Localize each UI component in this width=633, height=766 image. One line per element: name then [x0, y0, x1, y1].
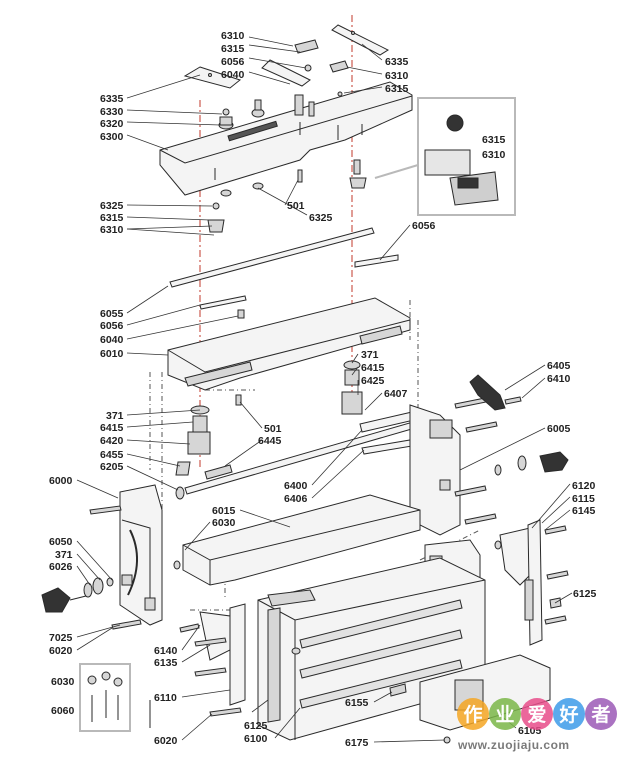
callout-6406: 6406	[284, 493, 308, 505]
callout-6175: 6175	[345, 737, 369, 749]
callout-371-c: 371	[55, 549, 73, 561]
callout-6407: 6407	[384, 388, 408, 400]
callout-6026: 6026	[49, 561, 73, 573]
left-bracket	[119, 484, 163, 626]
inset-parts	[424, 114, 499, 206]
callout-6330: 6330	[100, 106, 124, 118]
top-plate	[159, 81, 413, 196]
callout-6455: 6455	[100, 449, 124, 461]
callout-6055: 6055	[100, 308, 124, 320]
watermark-logo: 作 业 爱 好 者	[455, 692, 625, 762]
callout-6140: 6140	[154, 645, 178, 657]
left-knob	[41, 505, 142, 630]
callout-6335-a: 6335	[100, 93, 124, 105]
callout-7025: 7025	[49, 632, 73, 644]
callout-6405: 6405	[547, 360, 571, 372]
wm-char-3: 爱	[527, 704, 546, 726]
callout-6400: 6400	[284, 480, 308, 492]
right-bracket	[409, 404, 461, 536]
fence-rail	[167, 297, 411, 391]
callout-501-b: 501	[264, 423, 282, 435]
callout-6205: 6205	[100, 461, 124, 473]
leader-lines	[76, 36, 573, 743]
inset-screws	[87, 671, 151, 728]
callout-6315-d: 6315	[100, 212, 124, 224]
callout-6050: 6050	[49, 536, 73, 548]
callout-6005: 6005	[547, 423, 571, 435]
watermark-url: www.zuojiaju.com	[458, 738, 570, 752]
wm-char-4: 好	[558, 703, 578, 726]
callout-6000: 6000	[49, 475, 73, 487]
callout-6135: 6135	[154, 657, 178, 669]
callout-6310-b: 6310	[385, 70, 409, 82]
callout-6040-a: 6040	[221, 69, 245, 81]
callout-6020-b: 6020	[154, 735, 178, 747]
callout-6420: 6420	[100, 435, 124, 447]
callout-6425: 6425	[361, 375, 385, 387]
callout-6145: 6145	[572, 505, 596, 517]
callout-6115: 6115	[572, 493, 595, 505]
callout-6020-a: 6020	[49, 645, 73, 657]
callout-6015: 6015	[212, 505, 236, 517]
callout-6325-a: 6325	[100, 200, 124, 212]
callout-6445: 6445	[258, 435, 282, 447]
callout-6056-b: 6056	[412, 220, 436, 232]
callout-371-b: 371	[106, 410, 124, 422]
callout-6310-a: 6310	[221, 30, 245, 42]
callout-6315-a: 6315	[221, 43, 245, 55]
callout-6125-b: 6125	[244, 720, 268, 732]
callout-371-a: 371	[361, 349, 379, 361]
top-hardware	[183, 24, 390, 140]
fence-strips	[169, 227, 399, 310]
callout-501-a: 501	[287, 200, 305, 212]
callout-6300: 6300	[100, 131, 124, 143]
callout-6410: 6410	[547, 373, 571, 385]
callout-6056-c: 6056	[100, 320, 124, 332]
lever-handle	[469, 374, 522, 411]
callout-6030-a: 6030	[212, 517, 236, 529]
callout-6110: 6110	[154, 692, 177, 704]
wm-char-1: 作	[463, 703, 482, 726]
cover-housing	[173, 494, 421, 586]
callout-6030-b: 6030	[51, 676, 75, 688]
callout-6060: 6060	[51, 705, 75, 717]
callout-6325-b: 6325	[309, 212, 333, 224]
callout-6320: 6320	[100, 118, 124, 130]
callout-6315-b: 6315	[385, 83, 409, 95]
callout-6335-b: 6335	[385, 56, 409, 68]
callout-6125-a: 6125	[573, 588, 597, 600]
wm-char-5: 者	[591, 704, 610, 726]
bolts-right	[454, 397, 569, 550]
callout-6310-d: 6310	[100, 224, 124, 236]
lock-block-left	[175, 394, 242, 500]
callout-6040-b: 6040	[100, 334, 124, 346]
callout-6010: 6010	[100, 348, 124, 360]
lock-block-right	[341, 360, 363, 415]
callout-6056-a: 6056	[221, 56, 245, 68]
callout-6315-c: 6315	[482, 134, 506, 146]
callout-6155: 6155	[345, 697, 369, 709]
under-plate-hardware	[207, 159, 367, 233]
link-arm-left	[179, 603, 246, 717]
wm-char-2: 业	[495, 704, 514, 726]
callout-6415-b: 6415	[100, 422, 124, 434]
callout-6310-c: 6310	[482, 149, 506, 161]
link-bracket-right	[499, 519, 543, 646]
right-bolts	[544, 525, 569, 625]
callout-6415-a: 6415	[361, 362, 385, 374]
callout-6120: 6120	[572, 480, 596, 492]
callout-6100: 6100	[244, 733, 268, 745]
